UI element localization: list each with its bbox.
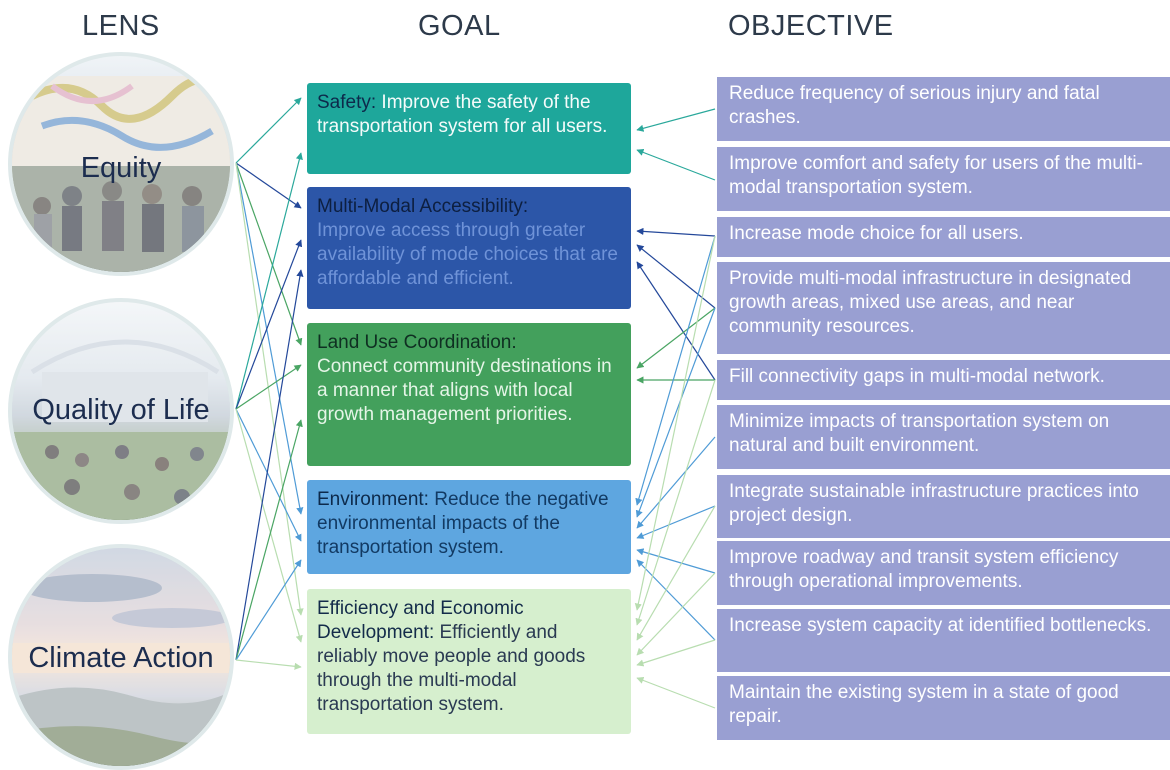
sunset-landscape-image [12,574,230,766]
goal-title: Efficiency and Economic Development: [317,598,524,643]
arrow [634,235,716,611]
arrow [235,162,304,616]
arrow [235,419,303,661]
arrow [235,659,302,670]
arrow [635,235,716,506]
arrow [235,239,303,410]
arrow [235,408,303,643]
goal-multi-modal-accessibility: Multi-Modal Accessibility: Improve acces… [307,187,631,309]
lens-quality-of-life: Quality of Life [8,298,234,524]
goal-title: Multi-Modal Accessibility: [317,196,529,217]
goal-description: Efficiently and reliably move people and… [317,622,586,715]
arrow [235,559,302,661]
arrow [636,148,716,181]
objective-item: Integrate sustainable infrastructure pra… [717,475,1170,538]
arrow [235,364,302,410]
objective-item: Reduce frequency of serious injury and f… [717,77,1170,141]
goal-column-heading: GOAL [418,10,501,42]
goal-safety: Safety: Improve the safety of the transp… [307,83,631,174]
objective-item: Increase mode choice for all users. [717,217,1170,257]
arrow [235,162,302,209]
arrow [636,244,716,309]
arrow [636,436,716,529]
mural-crowd-image [12,76,230,272]
arrow [636,227,716,237]
goal-efficiency-economic-development: Efficiency and Economic Development: Eff… [307,589,631,734]
arrow [636,559,716,641]
arrow [636,572,716,656]
arrow [235,152,303,410]
arrow [636,639,716,667]
arrow [636,108,716,132]
objective-item: Increase system capacity at identified b… [717,609,1170,672]
objective-item: Minimize impacts of transportation syste… [717,405,1170,469]
goal-title: Environment: [317,489,429,510]
arrow [235,97,302,164]
goal-description: Improve the safety of the transportation… [317,92,608,137]
arrow [635,379,716,626]
objective-item: Maintain the existing system in a state … [717,676,1170,740]
goal-environment: Environment: Reduce the negative environ… [307,480,631,574]
arrow [636,548,716,574]
arrow [636,505,716,539]
goal-description: Improve access through greater availabil… [317,220,618,289]
arrow [636,307,716,369]
goal-title: Safety: [317,92,377,113]
objective-item: Improve comfort and safety for users of … [717,147,1170,211]
concert-lawn-image [12,339,230,520]
goal-title: Land Use Coordination: [317,332,517,353]
lens-label-equity: Equity [80,152,162,184]
arrow [636,676,716,709]
lens-column-heading: LENS [82,10,160,42]
arrow [235,162,303,346]
goal-description: Reduce the negative environmental impact… [317,489,609,558]
objective-item: Improve roadway and transit system effic… [717,541,1170,605]
lens-climate-action: Climate Action [8,544,234,770]
arrow [235,269,304,661]
arrow [235,162,304,515]
objective-item: Fill connectivity gaps in multi-modal ne… [717,360,1170,400]
arrow [636,261,716,381]
lens-equity: Equity [8,52,234,276]
lens-label-climate-action: Climate Action [28,642,214,674]
objective-item: Provide multi-modal infrastructure in de… [717,262,1170,354]
goal-description: Connect community destinations in a mann… [317,356,612,425]
arrow [235,408,302,542]
goal-land-use-coordination: Land Use Coordination: Connect community… [307,323,631,466]
objective-column-heading: OBJECTIVE [728,10,894,42]
lens-label-quality-of-life: Quality of Life [32,394,210,426]
arrow [636,505,716,641]
arrow [635,307,716,518]
